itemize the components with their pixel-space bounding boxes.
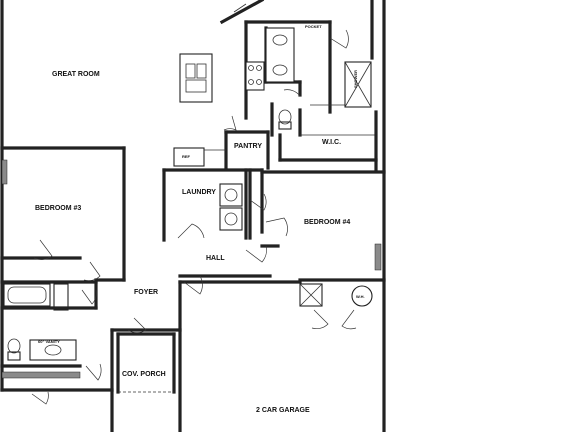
room-label-laundry: LAUNDRY bbox=[182, 189, 216, 196]
pantry-area: REF PANTRY bbox=[173, 130, 270, 170]
bedroom4-walls bbox=[178, 170, 386, 282]
ref-label: REF bbox=[182, 154, 191, 159]
bath-vanity-top: POCKET bbox=[265, 24, 322, 83]
wh-label: W.H. bbox=[356, 294, 365, 299]
svg-text:SHOWER: SHOWER bbox=[353, 70, 358, 88]
room-label-hall: HALL bbox=[206, 255, 225, 262]
laundry-walls bbox=[162, 168, 264, 242]
lower-bath: 60" VANITY bbox=[0, 280, 98, 379]
toilet-upper bbox=[278, 109, 292, 130]
kitchen-island bbox=[179, 53, 213, 103]
room-labels: GREAT ROOM BEDROOM #3 LAUNDRY BEDROOM #4… bbox=[35, 71, 350, 414]
room-label-pantry: PANTRY bbox=[234, 143, 262, 150]
exterior-walls bbox=[0, 0, 386, 432]
room-label-bedroom4: BEDROOM #4 bbox=[304, 219, 350, 226]
range bbox=[245, 61, 265, 91]
walk-in-closet: W.I.C. bbox=[278, 110, 378, 172]
room-label-bedroom3: BEDROOM #3 bbox=[35, 205, 81, 212]
shower: SHOWER bbox=[344, 61, 372, 108]
room-label-garage: 2 CAR GARAGE bbox=[256, 407, 310, 414]
vanity-label: 60" VANITY bbox=[38, 339, 60, 344]
bedroom3-walls bbox=[0, 146, 126, 282]
porch-walls bbox=[110, 280, 182, 432]
room-label-great-room: GREAT ROOM bbox=[52, 71, 100, 78]
room-label-wic: W.I.C. bbox=[322, 139, 341, 146]
room-label-foyer: FOYER bbox=[134, 289, 158, 296]
pocket-label: POCKET bbox=[305, 24, 322, 29]
garage-walls: W.H. bbox=[178, 280, 373, 307]
room-label-cov-porch: COV. PORCH bbox=[122, 371, 166, 378]
doors bbox=[31, 29, 357, 405]
